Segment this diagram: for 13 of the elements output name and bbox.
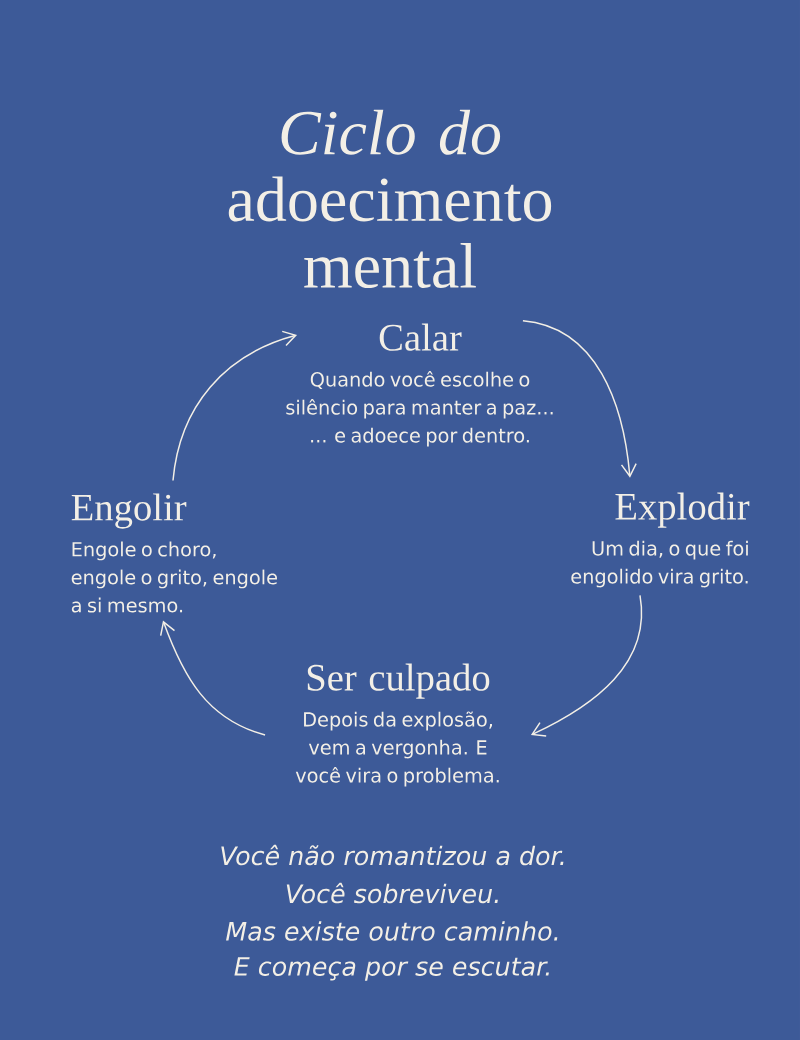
arrow [159,620,266,736]
closing-line: Você sobreviveu. [286,882,498,904]
title: Ciclo do adoecimento mental [228,109,552,289]
closing-line: Mas existe outro caminho. [226,921,558,941]
closing-line: Você não romantizou a dor. [221,844,564,866]
arrow [172,330,298,482]
arrow [530,594,643,737]
cycle-step: Ser culpado Depois da explosão, vem a vergonha. E você vira o problema. [295,663,499,787]
arrow [522,319,637,478]
cycle-step: Explodir Um dia, o que foi engolido vira grito. [571,492,750,588]
cycle-step: Calar Quando você escolhe o silêncio para manter a paz... ... e adoece por dentro. [286,323,553,447]
cycle-step: Engolir Engole o choro, engole o grito, engole a si mesmo. [71,493,277,613]
closing-line: E começa por se escutar. [234,957,549,981]
